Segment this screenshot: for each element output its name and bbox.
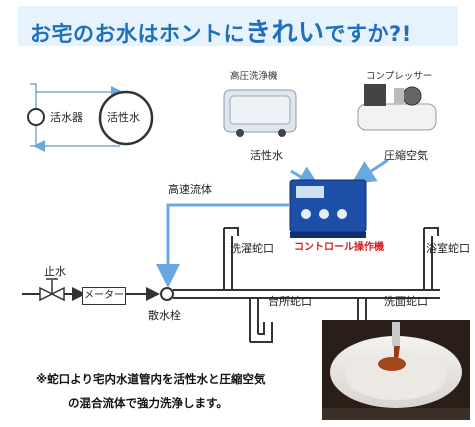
meter-label: メーター bbox=[84, 290, 124, 301]
active-water-tank bbox=[98, 90, 154, 146]
title-emphasis: きれい bbox=[245, 18, 325, 48]
washbasin-tap-label: 洗面蛇口 bbox=[384, 295, 428, 308]
high-speed-fluid-label: 高速流体 bbox=[168, 183, 212, 196]
sprinkler-valve bbox=[160, 287, 174, 301]
water-pipe bbox=[22, 227, 440, 343]
sprinkler-tap-label: 散水栓 bbox=[148, 309, 181, 322]
compressed-air-label: 圧縮空気 bbox=[384, 149, 428, 162]
stop-valve-label: 止水 bbox=[44, 265, 66, 278]
sink-photo bbox=[322, 320, 470, 420]
controller-label: コントロール操作機 bbox=[294, 242, 384, 253]
activator-loop bbox=[27, 83, 154, 152]
page-title: お宅のお水はホントにきれいですか?! bbox=[30, 12, 412, 49]
activator-label: 活水器 bbox=[50, 111, 83, 124]
note-line-1: ※蛇口より宅内水道管内を活性水と圧縮空気 bbox=[36, 372, 266, 386]
compressor-label: コンプレッサー bbox=[366, 71, 433, 82]
active-water-circle-label: 活性水 bbox=[107, 111, 140, 124]
hp-washer-machine bbox=[223, 89, 297, 137]
title-band bbox=[18, 6, 458, 46]
meter-box: メーター bbox=[82, 287, 126, 305]
activator-icon bbox=[27, 108, 45, 126]
title-pre: お宅のお水はホントに bbox=[30, 22, 245, 46]
kitchen-tap-label: 台所蛇口 bbox=[268, 295, 312, 308]
compressor-machine bbox=[357, 84, 437, 131]
active-water-label: 活性水 bbox=[250, 149, 283, 162]
laundry-tap-label: 洗濯蛇口 bbox=[230, 242, 274, 255]
title-post: ですか?! bbox=[324, 22, 412, 46]
bath-tap-label: 浴室蛇口 bbox=[426, 242, 470, 255]
note-line-2: の混合流体で強力洗浄します。 bbox=[68, 396, 228, 410]
controller-unit bbox=[289, 179, 367, 238]
hp-washer-label: 高圧洗浄機 bbox=[230, 71, 278, 82]
